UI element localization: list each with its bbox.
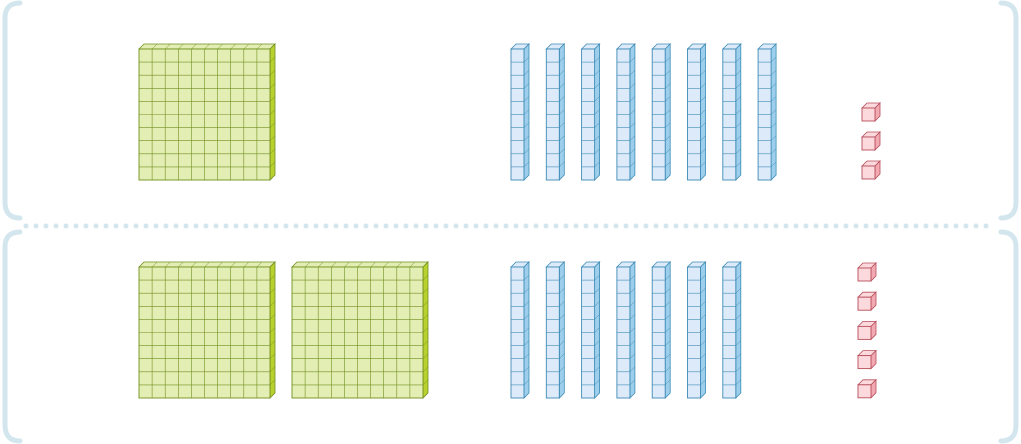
ten-rod bbox=[580, 261, 601, 399]
ten-rod bbox=[615, 261, 636, 399]
ten-rod bbox=[721, 261, 742, 399]
ten-rod bbox=[757, 43, 778, 181]
one-cube bbox=[857, 349, 877, 370]
one-cube bbox=[861, 160, 881, 180]
hundred-flat bbox=[138, 43, 276, 181]
ten-rod bbox=[510, 43, 530, 181]
tens-group bbox=[510, 261, 742, 399]
bottom-left-bracket bbox=[2, 229, 23, 444]
ten-rod bbox=[615, 43, 636, 181]
one-cube bbox=[861, 102, 881, 122]
hundred-flat bbox=[138, 261, 276, 399]
ten-rod bbox=[651, 43, 672, 181]
one-cube bbox=[861, 131, 881, 151]
ten-rod bbox=[721, 43, 742, 181]
row-1 bbox=[138, 43, 881, 181]
hundred-flat bbox=[291, 261, 429, 399]
ten-rod bbox=[651, 261, 672, 399]
one-cube bbox=[857, 291, 877, 312]
one-cube bbox=[857, 262, 877, 282]
ten-rod bbox=[510, 261, 530, 399]
ten-rod bbox=[545, 43, 566, 181]
tens-group bbox=[510, 43, 778, 181]
ones-group bbox=[857, 262, 877, 399]
ones-group bbox=[861, 102, 881, 180]
ten-rod bbox=[686, 261, 707, 399]
ten-rod bbox=[580, 43, 601, 181]
one-cube bbox=[857, 320, 877, 341]
ten-rod bbox=[686, 43, 707, 181]
top-right-bracket bbox=[998, 0, 1019, 221]
ten-rod bbox=[545, 261, 566, 399]
top-left-bracket bbox=[2, 0, 23, 221]
row-2 bbox=[138, 261, 877, 399]
hundreds-group bbox=[138, 43, 276, 181]
hundreds-group bbox=[138, 261, 429, 399]
one-cube bbox=[857, 378, 877, 399]
bottom-right-bracket bbox=[998, 229, 1019, 444]
